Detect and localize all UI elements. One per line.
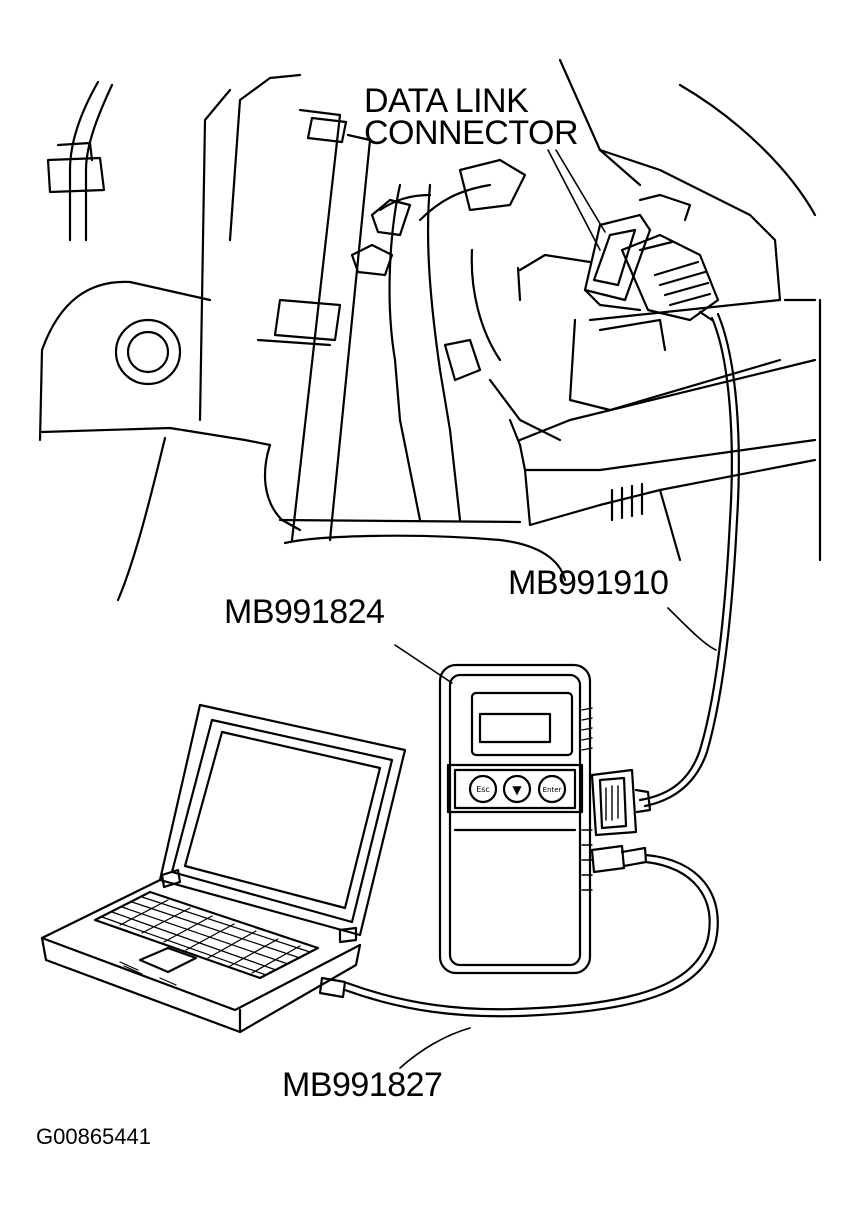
adapter-mb991910-label: MB991910 — [508, 564, 669, 602]
vci-down-button-label: ▼ — [512, 783, 522, 797]
data-link-connector — [583, 213, 652, 312]
laptop-trackpad — [138, 946, 198, 974]
adapter-mb991910-plug — [620, 233, 720, 322]
vci-enter-button — [537, 774, 567, 804]
vci-mb991824-label: MB991824 — [224, 593, 385, 631]
usb-cable — [318, 853, 719, 1018]
vehicle-dash-area — [38, 58, 822, 602]
laptop-screen — [183, 730, 382, 910]
vci-enter-button-label: Enter — [543, 786, 562, 794]
adapter-cable — [638, 312, 740, 808]
laptop-keyboard — [93, 890, 320, 980]
usb-leader-line — [399, 1027, 471, 1069]
laptop — [40, 703, 407, 1034]
data-link-connector-label-line1: DATA LINK — [364, 82, 529, 120]
connector-leader-line — [555, 149, 606, 233]
data-link-connector-label-line2: CONNECTOR — [364, 114, 579, 152]
vci-mb991824 — [438, 663, 652, 975]
vci-display — [470, 691, 574, 757]
vci-esc-button — [468, 774, 498, 804]
usb-cable-mb991827-label: MB991827 — [282, 1066, 443, 1104]
vci-esc-button-label: Esc — [476, 785, 490, 794]
vci-down-button — [502, 774, 532, 804]
adapter-leader-line — [667, 607, 717, 651]
vci-leader-line — [394, 644, 453, 684]
figure-id-label: G00865441 — [36, 1124, 151, 1149]
connector-leader-line — [547, 149, 601, 251]
